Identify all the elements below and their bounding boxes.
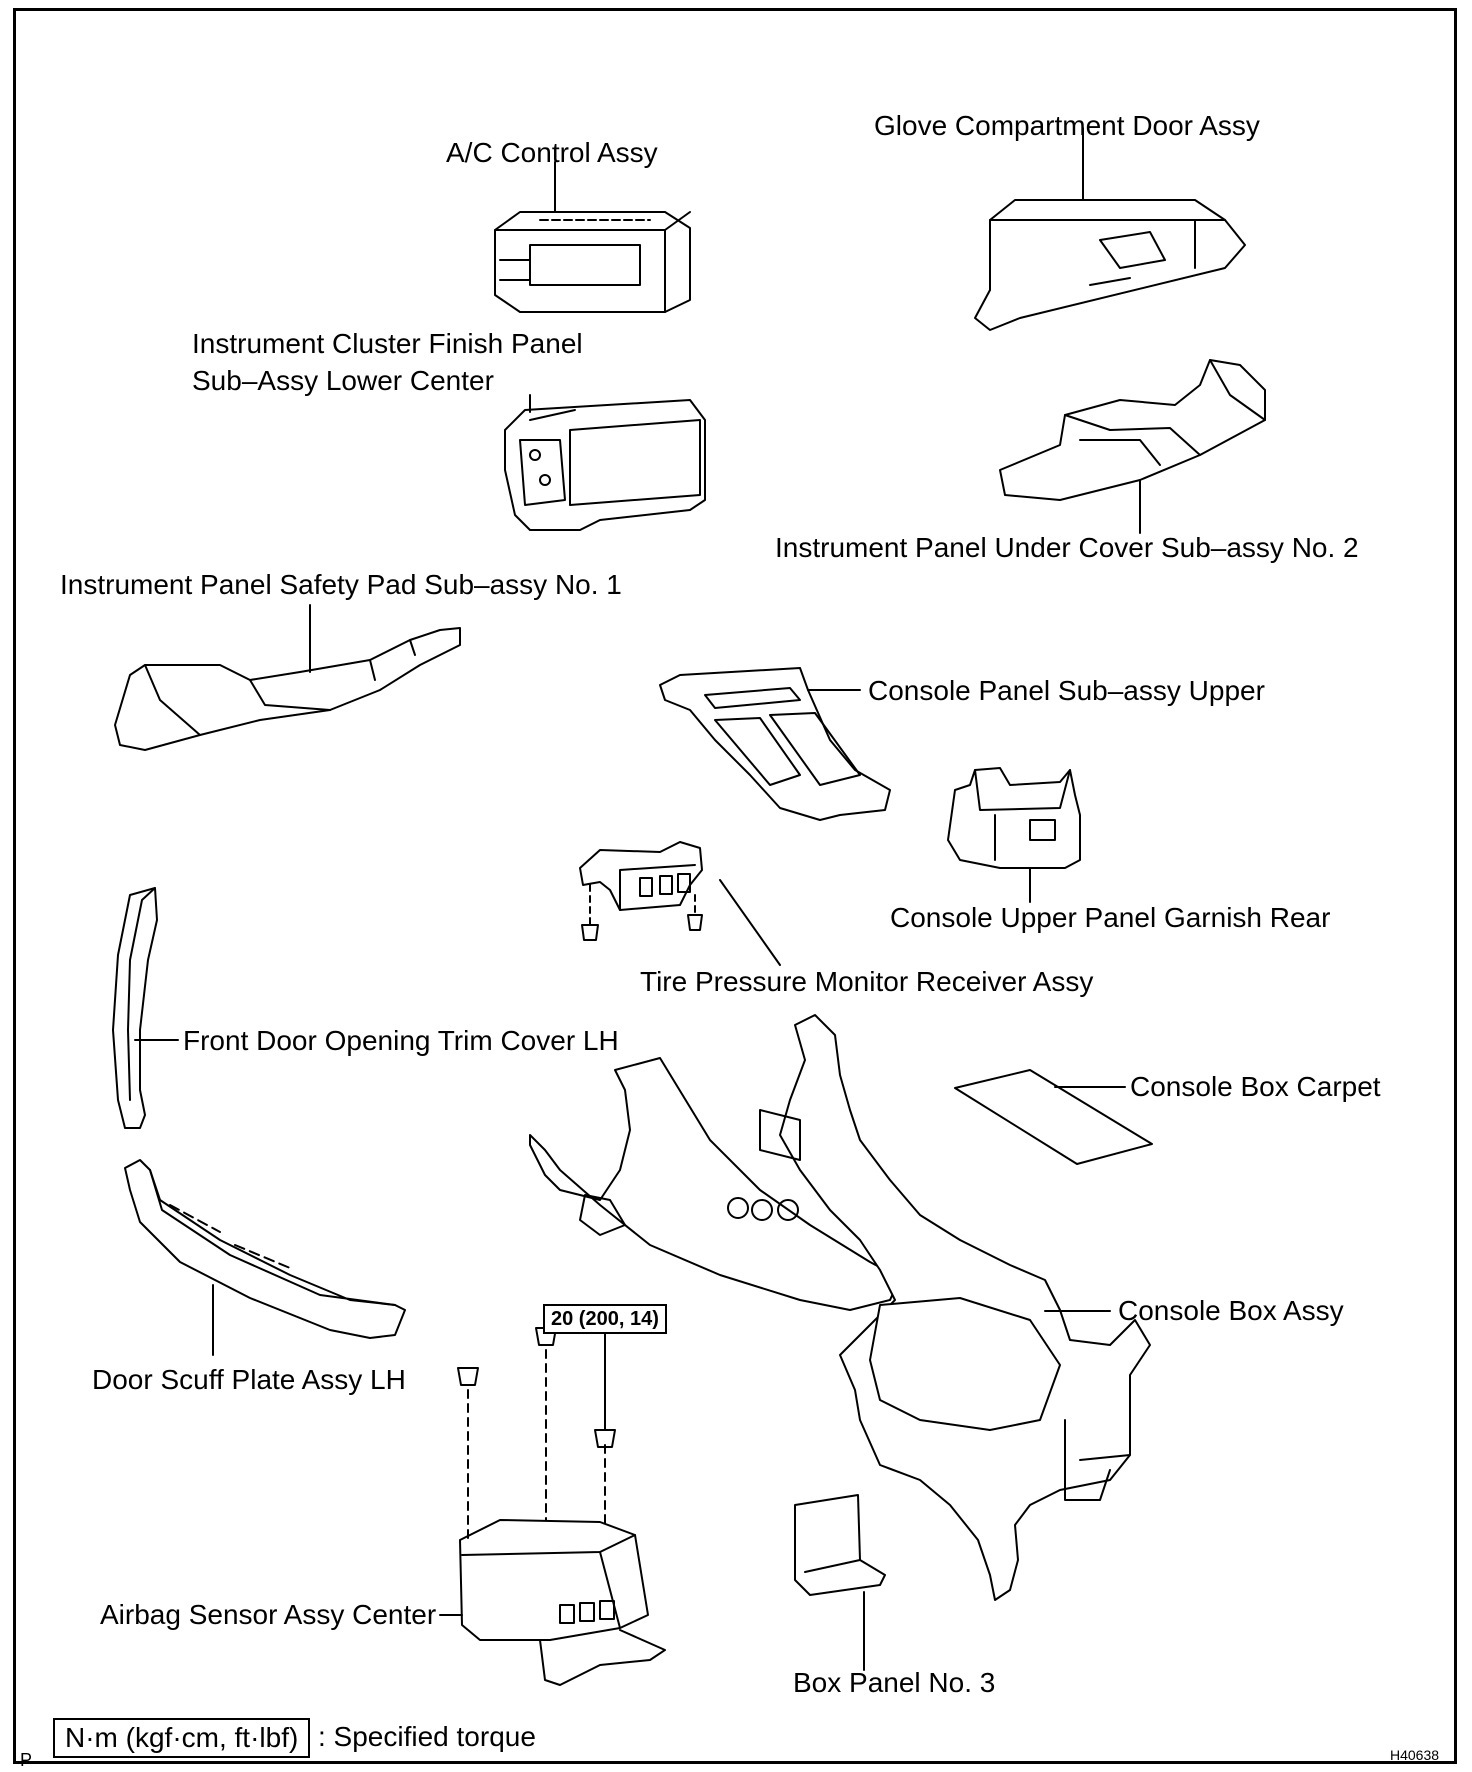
figure-id: H40638 xyxy=(1390,1747,1440,1763)
tire-receiver-leader xyxy=(719,879,781,966)
label-cluster-finish-line1: Instrument Cluster Finish Panel xyxy=(192,328,583,359)
corner-code-left: P xyxy=(20,1750,33,1770)
label-box-panel: Box Panel No. 3 xyxy=(793,1667,996,1698)
label-console-box: Console Box Assy xyxy=(1118,1295,1344,1326)
label-cluster-finish-line2: Sub–Assy Lower Center xyxy=(192,365,494,396)
label-garnish-rear: Console Upper Panel Garnish Rear xyxy=(890,902,1331,933)
label-door-trim: Front Door Opening Trim Cover LH xyxy=(183,1025,619,1056)
torque-legend-unit: N·m (kgf·cm, ft·lbf) xyxy=(53,1718,311,1758)
tire-receiver-part xyxy=(579,841,703,941)
label-tire-receiver: Tire Pressure Monitor Receiver Assy xyxy=(640,966,1094,997)
door-trim-part xyxy=(112,887,158,1129)
diagram-frame xyxy=(13,8,1457,1764)
console-upper-part xyxy=(659,667,891,821)
box-panel-part xyxy=(794,1494,886,1596)
label-ac-control: A/C Control Assy xyxy=(446,137,658,168)
torque-legend-text: : Specified torque xyxy=(318,1721,536,1752)
label-under-cover: Instrument Panel Under Cover Sub–assy No… xyxy=(775,532,1359,563)
cluster-finish-panel-part xyxy=(504,399,706,531)
ac-control-part xyxy=(494,211,691,313)
label-airbag-sensor: Airbag Sensor Assy Center xyxy=(100,1599,437,1630)
label-glove-door: Glove Compartment Door Assy xyxy=(874,110,1260,141)
torque-spec-box: 20 (200, 14) xyxy=(543,1304,667,1334)
airbag-sensor-part xyxy=(457,1327,666,1686)
label-box-carpet: Console Box Carpet xyxy=(1130,1071,1381,1102)
glove-door-part xyxy=(974,199,1246,331)
scuff-plate-part xyxy=(124,1159,406,1339)
safety-pad-part xyxy=(114,627,461,751)
under-cover-part xyxy=(999,359,1266,501)
garnish-rear-part xyxy=(947,767,1081,869)
box-carpet-part xyxy=(954,1069,1153,1165)
label-scuff-plate: Door Scuff Plate Assy LH xyxy=(92,1364,406,1395)
label-console-upper: Console Panel Sub–assy Upper xyxy=(868,675,1265,706)
label-safety-pad: Instrument Panel Safety Pad Sub–assy No.… xyxy=(60,569,622,600)
console-box-part xyxy=(529,1014,1151,1601)
